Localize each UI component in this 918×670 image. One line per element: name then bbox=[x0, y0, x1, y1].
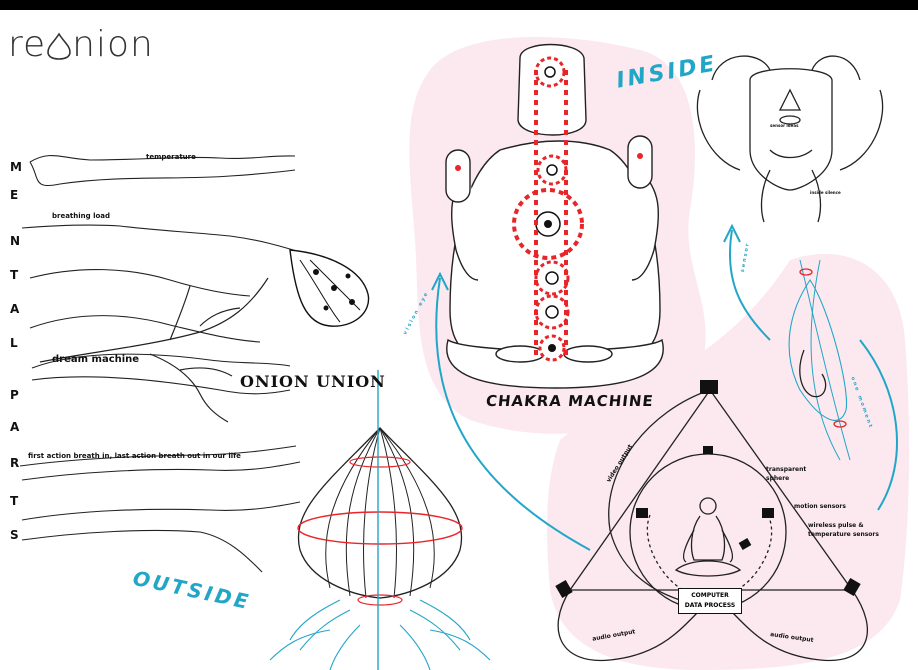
mental-letter: S bbox=[10, 528, 19, 542]
mental-letter: R bbox=[10, 456, 19, 470]
onion-drop-icon bbox=[46, 32, 72, 60]
mental-letter: L bbox=[10, 336, 18, 350]
top-border bbox=[0, 0, 918, 10]
figure-head bbox=[518, 45, 586, 136]
mental-letter: T bbox=[10, 494, 18, 508]
wave-dream-top bbox=[30, 316, 260, 342]
onion-union-lettering: ONION UNION bbox=[240, 372, 386, 391]
sensor-ideas-label: sensor ideas bbox=[770, 123, 798, 128]
mental-letter: P bbox=[10, 388, 19, 402]
computer-label: COMPUTER bbox=[679, 591, 741, 601]
onion-globe bbox=[270, 370, 490, 670]
water-ripples bbox=[270, 600, 490, 670]
temperature-label: temperature bbox=[146, 153, 196, 161]
computer-data-process-box: COMPUTER DATA PROCESS bbox=[678, 588, 742, 614]
wave-breathing bbox=[22, 225, 300, 252]
mental-letter: A bbox=[10, 302, 19, 316]
breathing-load-label: breathing load bbox=[52, 212, 110, 220]
mental-letter: M bbox=[10, 160, 22, 174]
breath-life-label: first action breath in, last action brea… bbox=[28, 452, 241, 460]
face-drawing bbox=[697, 56, 882, 222]
wireless-label-2: temperature sensors bbox=[808, 531, 879, 538]
transparent-sphere-label-1: transparent bbox=[766, 466, 806, 473]
dream-branch bbox=[40, 278, 268, 422]
wireless-label-1: wireless pulse & bbox=[808, 522, 864, 529]
motion-sensors-label: motion sensors bbox=[794, 503, 846, 510]
mental-letter: E bbox=[10, 188, 18, 202]
mental-letter: N bbox=[10, 234, 20, 248]
logo-text-post: nion bbox=[72, 24, 154, 65]
transparent-sphere-label-2: sphere bbox=[766, 475, 789, 482]
chakra-machine-title: CHAKRA MACHINE bbox=[485, 392, 655, 410]
inside-silence-label: inside silence bbox=[810, 190, 841, 195]
logo-text-pre: re bbox=[8, 24, 46, 65]
seed-shape bbox=[290, 250, 369, 326]
data-process-label: DATA PROCESS bbox=[679, 601, 741, 611]
mental-letter: A bbox=[10, 420, 19, 434]
mental-letter: T bbox=[10, 268, 18, 282]
dream-machine-label: dream machine bbox=[52, 354, 139, 365]
